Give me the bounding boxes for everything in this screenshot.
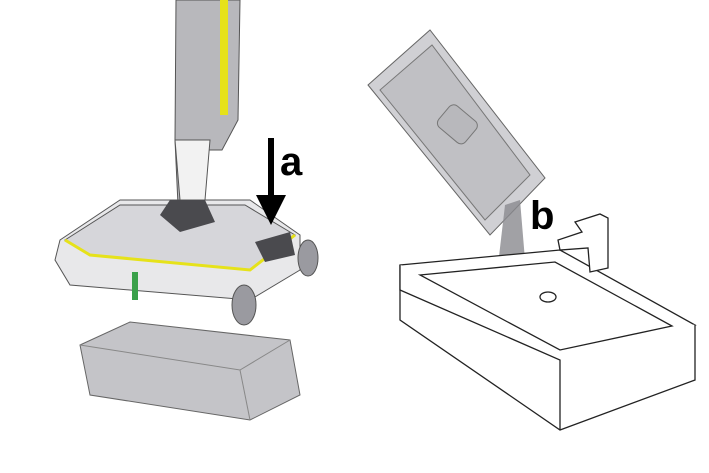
tilted-tray <box>367 29 546 236</box>
step-label-a: a <box>280 140 303 184</box>
water-tray <box>79 321 301 421</box>
sink <box>399 213 697 431</box>
arrow-down-icon <box>256 138 286 225</box>
floor-head <box>54 199 319 326</box>
vacuum-handle <box>174 0 241 206</box>
step-label-b: b <box>530 194 555 238</box>
